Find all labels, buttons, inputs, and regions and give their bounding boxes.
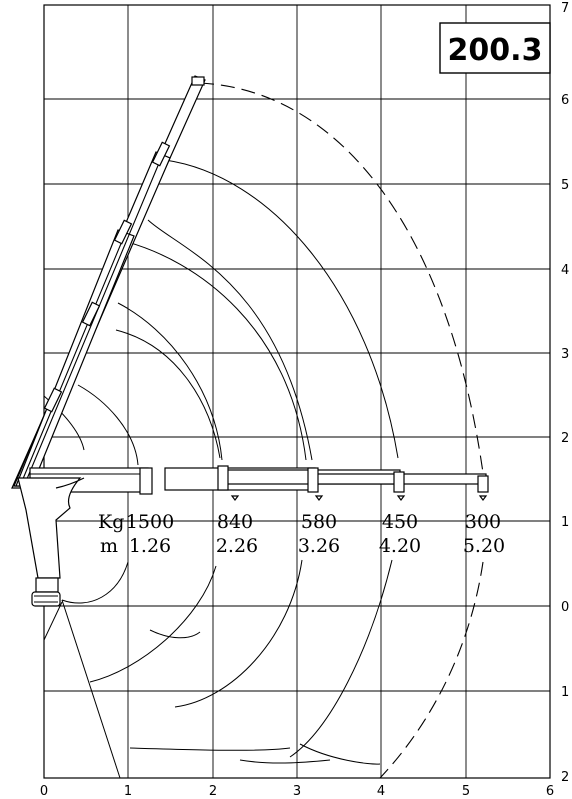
load-value-5: 300 — [465, 511, 501, 533]
lower-arc-2b — [149, 629, 201, 639]
lower-arc-4a — [289, 559, 393, 758]
boom-section-3 — [15, 229, 135, 487]
hook-marker-2 — [230, 495, 240, 501]
x-tick-5: 5 — [462, 784, 470, 799]
hook-marker-3 — [314, 495, 324, 501]
model-number: 200.3 — [448, 33, 543, 68]
boom-clamp-3 — [113, 219, 133, 245]
load-unit-label: Kg — [98, 511, 124, 533]
slewing-base — [31, 591, 61, 607]
x-axis-labels: 0 1 2 3 4 5 6 — [40, 784, 554, 799]
boom-clamp-2 — [81, 301, 101, 327]
max-reach-envelope-lower — [379, 561, 484, 779]
reach-arc-3b — [119, 239, 307, 461]
column-body — [17, 477, 82, 579]
y-axis-labels: 7 6 5 4 3 2 1 0 1 2 — [561, 1, 569, 785]
boom-clamp-4 — [151, 141, 171, 167]
lower-arc-2a — [89, 565, 217, 683]
column-arm — [55, 477, 85, 489]
y-tick-minus-2: 2 — [561, 770, 569, 785]
boom-tip — [191, 76, 205, 86]
boom-hose-line — [19, 233, 126, 487]
load-table: Kg m 1500 1.26 840 2.26 580 3.26 450 4.2… — [70, 511, 548, 557]
reach-arc-1 — [77, 384, 139, 466]
load-value-1: 1500 — [126, 511, 174, 533]
lower-reach-arcs — [43, 559, 393, 779]
y-tick-4: 4 — [561, 263, 569, 278]
y-tick-1: 1 — [561, 515, 569, 530]
x-tick-0: 0 — [40, 784, 48, 799]
x-tick-3: 3 — [293, 784, 301, 799]
slew-limit-line — [61, 599, 121, 779]
reach-arc-2b — [115, 329, 221, 459]
slew-limit-line-2 — [43, 601, 63, 641]
hook-marker-5 — [478, 495, 488, 501]
x-tick-4: 4 — [377, 784, 385, 799]
lower-arc-5 — [299, 743, 381, 765]
y-tick-5: 5 — [561, 178, 569, 193]
reach-arc-2 — [117, 302, 223, 461]
clamp-b — [217, 465, 229, 491]
model-badge: 200.3 — [439, 22, 551, 74]
boom-hose-line-2 — [23, 155, 163, 487]
y-tick-6: 6 — [561, 93, 569, 108]
y-tick-7: 7 — [561, 1, 569, 16]
reach-value-3: 3.26 — [298, 535, 340, 557]
y-tick-2: 2 — [561, 431, 569, 446]
y-tick-minus-1: 1 — [561, 685, 569, 700]
load-value-4: 450 — [382, 511, 418, 533]
model-badge-box — [439, 22, 551, 74]
crane-horizontal-boom — [29, 465, 489, 501]
clamp-c — [307, 467, 319, 493]
boom-clamp-1 — [43, 387, 63, 413]
y-tick-0: 0 — [561, 600, 569, 615]
max-reach-envelope-upper — [199, 82, 485, 488]
lower-arc-1 — [61, 561, 129, 604]
reach-value-2: 2.26 — [216, 535, 258, 557]
clamp-a — [139, 467, 153, 495]
x-tick-1: 1 — [124, 784, 132, 799]
clamp-d — [393, 471, 405, 493]
hook-marker-4 — [396, 495, 406, 501]
reach-value-4: 4.20 — [379, 535, 421, 557]
x-tick-2: 2 — [209, 784, 217, 799]
column-foot — [35, 577, 59, 593]
y-tick-3: 3 — [561, 347, 569, 362]
clamp-e — [477, 475, 489, 493]
reach-unit-label: m — [100, 535, 118, 557]
reach-arc-4 — [164, 159, 399, 459]
crane-raised-boom — [11, 75, 206, 489]
lower-arc-4b — [129, 747, 291, 751]
lower-arc-3 — [174, 559, 303, 708]
crane-column — [17, 477, 85, 607]
upper-reach-arcs — [43, 159, 399, 466]
x-tick-6: 6 — [546, 784, 554, 799]
reach-value-5: 5.20 — [463, 535, 505, 557]
load-value-3: 580 — [301, 511, 337, 533]
grid — [43, 4, 551, 779]
lower-arc-6 — [239, 759, 331, 764]
reach-value-1: 1.26 — [129, 535, 171, 557]
load-value-2: 840 — [217, 511, 253, 533]
reach-arc-3a — [147, 219, 313, 461]
